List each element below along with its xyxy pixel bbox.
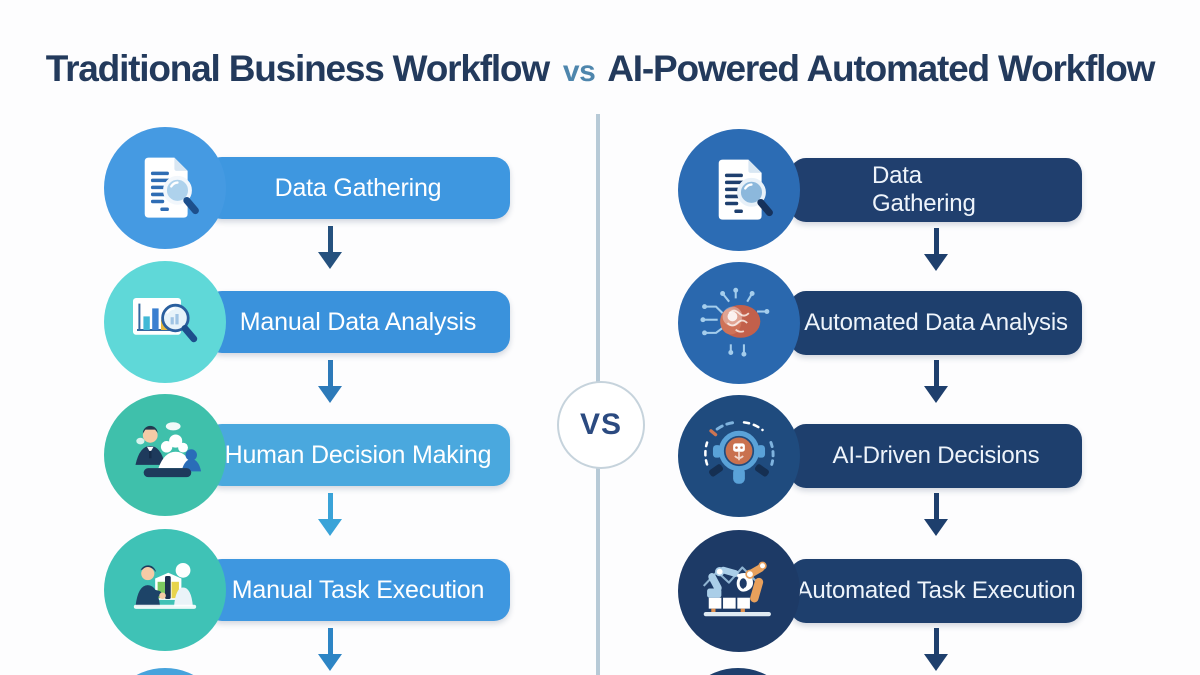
step-icon-circle [104,261,226,383]
vs-badge: VS [557,381,645,469]
step-icon-circle [104,529,226,651]
step-label: AI-Driven Decisions [832,442,1040,470]
manual-workers-icon [133,562,197,609]
step-bar: Human Decision Making [206,424,510,486]
page-title: Traditional Business Workflow vs AI-Powe… [0,48,1200,90]
step-label: Data Gathering [274,173,442,202]
step-bar: Automated Data Analysis [790,291,1082,355]
step-icon-circle [678,530,800,652]
step-label: Manual Data Analysis [239,307,477,336]
title-left-part: Traditional Business Workflow [45,48,550,89]
step-label: Automated Task Execution [796,577,1076,605]
down-arrow-icon [924,360,948,403]
down-arrow-icon [318,226,342,269]
next-step-partial-circle [104,668,226,675]
down-arrow-icon [924,228,948,271]
step-label: Automated Data Analysis [804,309,1068,337]
step-icon-circle [678,129,800,251]
step-icon-circle [678,395,800,517]
document-magnifier-icon [144,157,199,218]
down-arrow-icon [318,360,342,403]
step-icon-circle [104,127,226,249]
down-arrow-icon [318,628,342,671]
step-icon-circle [104,394,226,516]
step-label: Data Gathering [872,162,976,217]
down-arrow-icon [318,493,342,536]
next-step-partial-circle [677,668,799,675]
step-label: Human Decision Making [224,440,492,469]
ai-decision-bulb-icon [704,420,775,484]
step-bar: Automated Task Execution [790,559,1082,623]
step-bar: Manual Data Analysis [206,291,510,353]
document-magnifier-icon [718,159,773,220]
team-meeting-icon [135,422,202,478]
step-bar: AI-Driven Decisions [790,424,1082,488]
step-bar: Manual Task Execution [206,559,510,621]
step-bar: Data Gathering [790,158,1082,222]
title-vs: vs [562,55,596,88]
step-icon-circle [678,262,800,384]
step-label: Manual Task Execution [231,575,485,604]
robot-arm-icon [702,561,771,617]
down-arrow-icon [924,493,948,536]
down-arrow-icon [924,628,948,671]
step-bar: Data Gathering [206,157,510,219]
bar-chart-magnifier-icon [133,298,198,343]
ai-brain-circuit-icon [700,287,770,357]
title-right-part: AI-Powered Automated Workflow [607,48,1155,89]
